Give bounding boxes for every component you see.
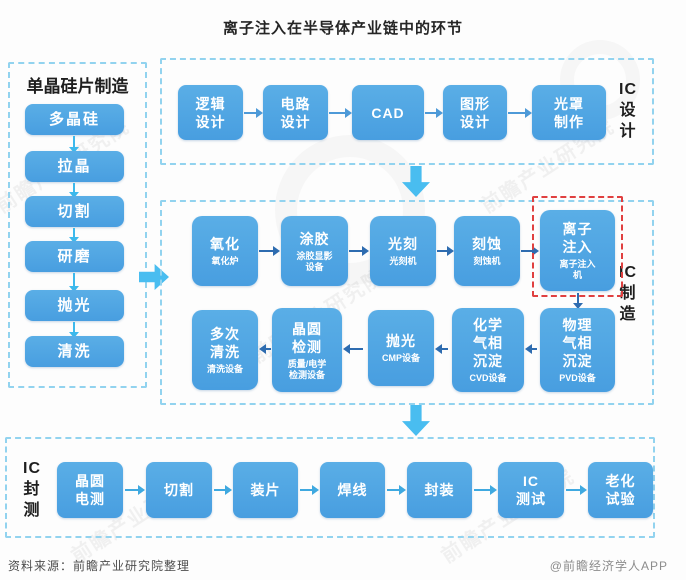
arrow-left-icon [343, 344, 363, 354]
step-wire-bonding: 焊线 [320, 462, 385, 518]
page-title: 离子注入在半导体产业链中的环节 [222, 20, 463, 37]
arrow-right-icon [329, 108, 352, 118]
step-grinding: 研磨 [25, 241, 124, 272]
arrow-down-icon [69, 183, 79, 198]
section-packaging-label: IC 封 测 [23, 460, 41, 519]
big-arrow-down-icon [402, 166, 430, 197]
step-pattern-design: 图形 设计 [443, 85, 507, 140]
step-cvd: 化学 气相 沉淀 CVD设备 [452, 308, 524, 392]
step-polishing: 抛光 [25, 290, 124, 321]
step-pvd: 物理 气相 沉淀 PVD设备 [540, 308, 615, 392]
arrow-right-icon [508, 108, 532, 118]
step-ic-testing: IC 测试 [498, 462, 564, 518]
step-mask-making: 光罩 制作 [532, 85, 606, 140]
step-ion-implantation: 离子 注入 离子注入 机 [540, 210, 615, 291]
arrow-left-icon [435, 344, 448, 354]
section-wafer-manufacturing [8, 62, 147, 388]
arrow-right-icon [259, 246, 280, 256]
arrow-right-icon [387, 485, 406, 495]
section-design-label: IC 设 计 [619, 81, 637, 140]
big-arrow-down-icon [402, 405, 430, 436]
step-cad: CAD [352, 85, 424, 140]
step-logic-design: 逻辑 设计 [178, 85, 243, 140]
step-cutting: 切割 [25, 196, 124, 227]
arrow-right-icon [300, 485, 319, 495]
arrow-left-icon [259, 344, 271, 354]
step-etching: 刻蚀 刻蚀机 [454, 216, 520, 286]
arrow-right-icon [244, 108, 263, 118]
step-burn-in-test: 老化 试验 [588, 462, 653, 518]
section-manufacturing-label: IC 制 造 [619, 264, 637, 323]
arrow-right-icon [214, 485, 232, 495]
arrow-right-icon [437, 246, 454, 256]
step-cleaning: 清洗 [25, 336, 124, 367]
section-ic-design [160, 58, 654, 165]
step-polysilicon: 多晶硅 [25, 104, 124, 135]
step-cmp-polishing: 抛光 CMP设备 [368, 310, 434, 386]
step-lithography: 光刻 光刻机 [370, 216, 436, 286]
step-coating: 涂胶 涂胶显影 设备 [281, 216, 348, 286]
source-note: 资料来源：前瞻产业研究院整理 [8, 559, 191, 573]
step-die-bonding: 装片 [233, 462, 298, 518]
arrow-down-icon [573, 293, 583, 309]
arrow-down-icon [69, 322, 79, 338]
arrow-down-icon [69, 228, 79, 243]
arrow-right-icon [474, 485, 497, 495]
step-dicing: 切割 [146, 462, 212, 518]
step-multi-cleaning: 多次 清洗 清洗设备 [192, 310, 258, 390]
step-wafer-testing: 晶圆 电测 [57, 462, 123, 518]
step-wafer-inspection: 晶圆 检测 质量/电学 检测设备 [272, 308, 342, 392]
step-crystal-pulling: 拉晶 [25, 151, 124, 182]
section-wafer-label: 单晶硅片制造 [26, 77, 129, 96]
arrow-left-icon [525, 344, 537, 354]
arrow-right-icon [125, 485, 145, 495]
step-oxidation: 氧化 氧化炉 [192, 216, 258, 286]
step-packaging: 封装 [407, 462, 472, 518]
arrow-right-icon [521, 246, 539, 256]
arrow-right-icon [425, 108, 443, 118]
section-ic-packaging [5, 437, 655, 538]
arrow-right-icon [349, 246, 369, 256]
section-ic-manufacturing [160, 200, 654, 405]
credit-note: @前瞻经济学人APP [549, 559, 668, 573]
arrow-down-icon [69, 136, 79, 153]
step-circuit-design: 电路 设计 [263, 85, 328, 140]
arrow-right-icon [566, 485, 587, 495]
arrow-down-icon [69, 273, 79, 292]
